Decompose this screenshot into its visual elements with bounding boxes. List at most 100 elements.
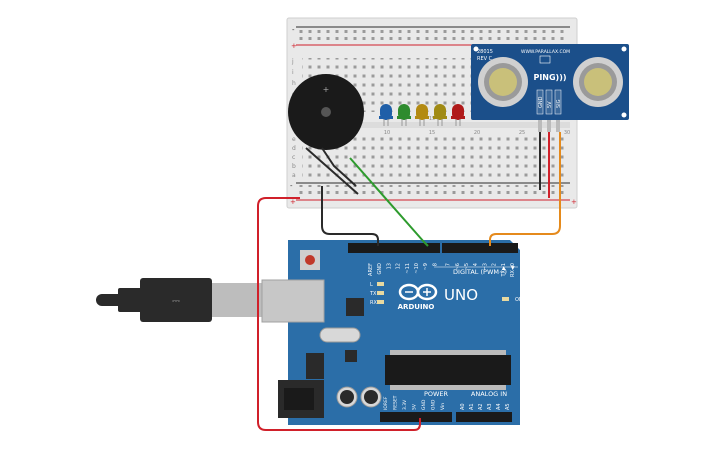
row-letter: d: [292, 145, 296, 152]
row-letter: h: [292, 80, 296, 87]
onboard-led: [377, 282, 384, 286]
analog-label: ANALOG IN: [471, 390, 507, 398]
top-rail-plus-label: +: [291, 42, 297, 50]
ping-logo-box: [539, 55, 551, 64]
top-rail-minus-label: -: [292, 26, 295, 34]
digital-pin-label: AREF: [368, 263, 374, 276]
buzzer-leg-negative: [305, 147, 359, 195]
onboard-led: [377, 291, 384, 295]
row-letter: a: [292, 172, 296, 179]
power-header: [380, 412, 452, 422]
ping-pin-label: GND: [538, 96, 544, 108]
digital-pin-label: TX▶1: [501, 263, 507, 278]
digital-pin-label: RX◀0: [510, 263, 516, 277]
onboard-led-label: RX: [370, 300, 377, 306]
digital-pin-label: GND: [377, 263, 383, 275]
usb-plug-strain-relief: [118, 288, 142, 312]
voltage-regulator: [306, 353, 324, 379]
atmega-pins-bottom: [390, 385, 506, 390]
row-letter: e: [292, 136, 296, 143]
analog-pin-label: A0: [460, 403, 466, 410]
on-led: [502, 297, 509, 301]
power-pin-label: RESET: [393, 395, 399, 410]
ping-pin: [547, 120, 551, 132]
small-chip: [345, 350, 357, 362]
column-number: 25: [519, 130, 525, 136]
power-label: POWER: [424, 390, 449, 398]
ping-pin-box: [536, 89, 544, 115]
power-pin-label: IOREF: [383, 396, 389, 410]
wire-orange-ping-signal[interactable]: [489, 132, 561, 246]
wire-green-signal[interactable]: [349, 157, 429, 247]
piezo-buzzer: +: [288, 74, 364, 150]
arduino-model: UNO: [444, 286, 478, 304]
ping-pin-label: 5V: [547, 101, 553, 108]
row-letter: i: [292, 69, 294, 76]
atmega-pins-top: [390, 350, 506, 355]
led: [433, 104, 447, 126]
digital-pin-label: ~9: [423, 263, 429, 270]
digital-pin-label: 7: [446, 263, 452, 266]
reset-button-cap[interactable]: [305, 255, 315, 265]
column-number: 30: [564, 130, 570, 136]
digital-pin-label: ~5: [464, 263, 470, 270]
ping-transducer-left-mesh: [489, 68, 517, 96]
row-letter: b: [292, 163, 296, 170]
buzzer-polarity-label: +: [323, 85, 330, 94]
usb-symbol-icon: ⎓: [172, 296, 180, 307]
analog-pin-label: A1: [469, 403, 475, 410]
digital-pin-label: 13: [386, 263, 392, 269]
onboard-led-label: TX: [369, 291, 377, 297]
power-pin-label: 5V: [412, 403, 418, 410]
analog-pin-label: A2: [478, 403, 484, 410]
led: [397, 104, 411, 126]
column-number: 15: [429, 116, 435, 122]
wire-red-5v[interactable]: [257, 197, 421, 431]
ping-mount-hole-br: [621, 112, 627, 118]
power-pin-label: 3.3V: [402, 399, 408, 410]
analog-header: [456, 412, 512, 422]
digital-header-right: [442, 243, 518, 253]
capacitor-right-top: [364, 390, 378, 404]
usb-b-port: [261, 279, 325, 323]
on-label: ON: [515, 297, 523, 303]
dc-power-jack-inner: [284, 388, 314, 410]
arduino-logo-icon: [398, 283, 438, 301]
usb-controller-chip: [346, 298, 364, 316]
power-pin-label: GND: [421, 399, 427, 410]
ping-model: 28015: [477, 49, 493, 55]
capacitor-left-top: [340, 390, 354, 404]
column-number: 20: [474, 130, 480, 136]
bottom-rail-plus-label-right: +: [571, 198, 577, 206]
atmega-microcontroller: [385, 355, 511, 385]
wires: [257, 132, 561, 431]
led-row: [379, 104, 465, 126]
row-letter: c: [292, 154, 295, 161]
analog-pin-label: A5: [505, 403, 511, 410]
led: [415, 104, 429, 126]
analog-pin-label: A3: [487, 403, 493, 410]
bottom-rail-plus-label: +: [290, 198, 296, 206]
row-letter: j: [291, 58, 294, 65]
analog-pin-label: A4: [496, 403, 502, 410]
digital-header-left: [348, 243, 440, 253]
digital-pin-label: 12: [396, 263, 402, 269]
ping-pin: [538, 120, 542, 132]
digital-pin-label: ~6: [455, 263, 461, 270]
bottom-rail-holes: [296, 185, 566, 197]
ping-mount-hole-tr: [621, 46, 627, 52]
top-rail-holes: [296, 30, 566, 42]
ping-pin-label: SIG: [556, 99, 562, 108]
bottom-rail-minus-label: -: [290, 182, 293, 190]
ping-transducer-right-mesh: [584, 68, 612, 96]
usb-plug-metal: [212, 283, 268, 317]
digital-pin-label: ~3: [482, 263, 488, 270]
wire-black-gnd[interactable]: [321, 186, 379, 246]
